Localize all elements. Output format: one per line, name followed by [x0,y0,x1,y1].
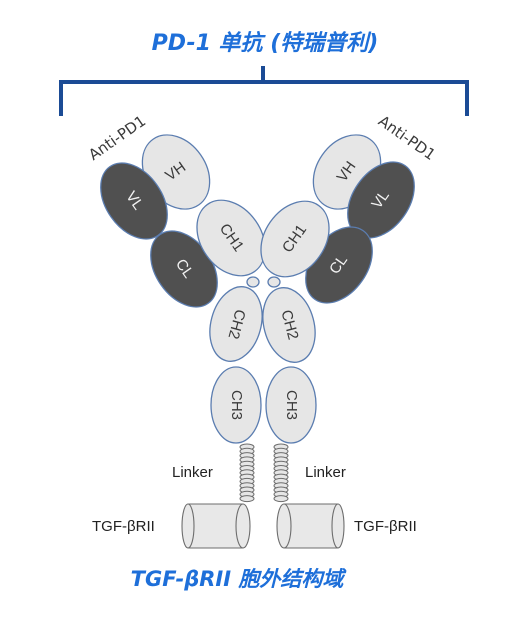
right-tgf-cylinder [276,503,345,549]
left-linker [239,443,255,503]
top-title: PD-1 单抗 (特瑞普利) [152,30,379,56]
left-ch1-domain: CH1 [196,199,266,277]
left-ch2-domain: CH2 [209,286,263,362]
bracket [59,66,469,116]
right-vl-domain: VL [347,161,415,239]
right-ch3-label: CH3 [283,390,300,420]
left-arm-label: Anti-PD1 [85,112,149,164]
left-tgf-label: TGF-βRII [92,518,155,535]
left-ch3-label: CH3 [228,390,245,420]
right-tgf-label: TGF-βRII [354,518,417,535]
bottom-title: TGF-βRII 胞外结构域 [131,567,348,591]
right-ch3-domain: CH3 [265,366,317,444]
hinge [246,276,281,288]
right-linker-label: Linker [305,464,346,481]
left-ch3-domain: CH3 [210,366,262,444]
right-linker [273,443,289,503]
linker-coil-turn [273,495,289,503]
right-ch2-domain: CH2 [262,287,316,363]
left-cl-domain: CL [150,230,218,308]
linker-coil-turn [239,495,255,503]
left-linker-label: Linker [172,464,213,481]
left-tgf-cylinder [181,503,251,549]
right-ch1-domain: CH1 [260,200,330,278]
right-arm-label: Anti-PD1 [375,112,439,164]
left-vl-domain: VL [100,162,168,240]
